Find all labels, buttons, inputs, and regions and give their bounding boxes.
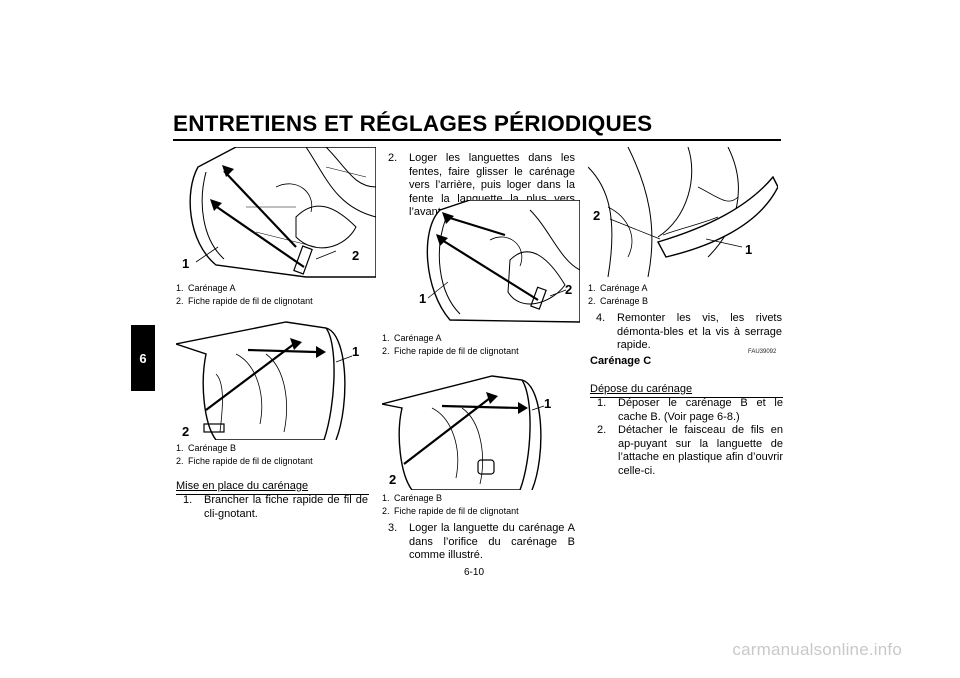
step-list: 4.Remonter les vis, les rivets démonta-b… bbox=[596, 312, 782, 352]
reference-code: FAU39092 bbox=[748, 349, 777, 355]
callout-2: 2 bbox=[565, 282, 573, 297]
figure-caption: 1.Carénage A 2.Fiche rapide de fil de cl… bbox=[176, 283, 313, 306]
fairing-a-b-joint-illustration bbox=[588, 147, 778, 277]
callout-2: 2 bbox=[352, 248, 360, 263]
section-rule bbox=[590, 397, 783, 398]
page-number: 6-10 bbox=[464, 567, 485, 578]
callout-1: 1 bbox=[419, 291, 427, 306]
callout-2: 2 bbox=[593, 208, 601, 223]
callout-1: 1 bbox=[544, 396, 552, 411]
figure-caption: 1.Carénage A 2.Carénage B bbox=[588, 283, 649, 306]
step-list: 3.Loger la languette du carénage A dans … bbox=[388, 522, 575, 562]
fairing-a-illustration bbox=[189, 147, 376, 278]
chapter-tab: 6 bbox=[131, 325, 155, 391]
figure-caption: 1.Carénage B 2.Fiche rapide de fil de cl… bbox=[382, 493, 519, 516]
section-rule bbox=[176, 494, 369, 495]
step-list: 1.Brancher la fiche rapide de fil de cli… bbox=[183, 494, 368, 520]
figure-caption: 1.Carénage A 2.Fiche rapide de fil de cl… bbox=[382, 333, 519, 356]
page-title: ENTRETIENS ET RÉGLAGES PÉRIODIQUES bbox=[173, 111, 653, 136]
callout-1: 1 bbox=[182, 256, 190, 271]
watermark: carmanualsonline.info bbox=[732, 640, 902, 659]
callout-1: 1 bbox=[745, 242, 753, 257]
callout-2: 2 bbox=[389, 472, 397, 487]
section-title: Mise en place du carénage bbox=[176, 480, 309, 492]
section-heading: Carénage C bbox=[590, 355, 652, 367]
section-title: Dépose du carénage bbox=[590, 383, 693, 395]
fairing-a-hooking-illustration bbox=[426, 200, 580, 323]
callout-1: 1 bbox=[352, 344, 360, 359]
callout-2: 2 bbox=[182, 424, 190, 439]
figure-caption: 1.Carénage B 2.Fiche rapide de fil de cl… bbox=[176, 443, 313, 466]
fairing-b-hooking-illustration bbox=[382, 375, 545, 490]
title-rule bbox=[173, 139, 781, 141]
step-list: 1.Déposer le carénage B et le cache B. (… bbox=[597, 397, 783, 477]
fairing-b-illustration bbox=[176, 321, 353, 440]
